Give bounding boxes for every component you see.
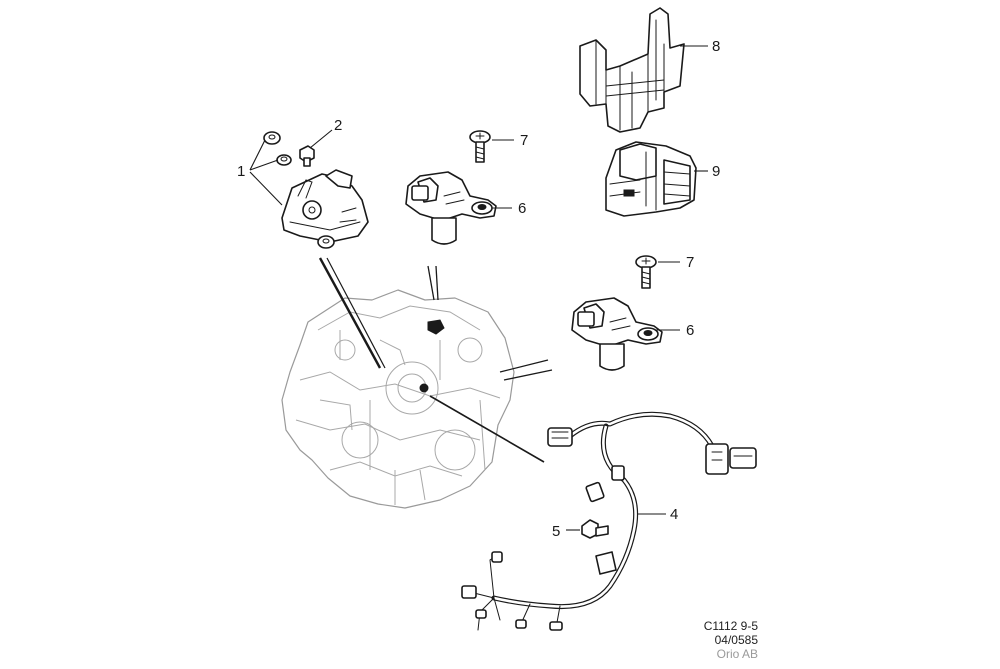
callout-group-7a: 7	[492, 132, 528, 149]
callout-7-upper: 7	[520, 132, 528, 149]
nut-2	[276, 154, 292, 166]
callout-group-1: 1	[237, 139, 283, 206]
sensor-bolt-lower	[635, 255, 657, 289]
callout-group-5: 5	[552, 523, 580, 540]
callout-group-6a: 6	[492, 200, 526, 217]
gearbox-assembly	[281, 289, 515, 509]
wiring-harness	[461, 411, 757, 631]
callout-7-lower: 7	[686, 254, 694, 271]
speed-sensor-upper	[405, 171, 497, 245]
bolt-2	[299, 145, 315, 167]
callout-6-lower: 6	[686, 322, 694, 339]
nut-3	[317, 235, 335, 249]
callout-group-4: 4	[638, 506, 678, 523]
callout-6-upper: 6	[518, 200, 526, 217]
callout-group-6b: 6	[656, 322, 694, 339]
caption-date-code: 04/0585	[715, 633, 759, 647]
callout-5: 5	[552, 523, 560, 540]
callout-4: 4	[670, 506, 678, 523]
callout-group-7b: 7	[658, 254, 694, 271]
callout-group-9: 9	[694, 163, 720, 180]
callout-group-8: 8	[680, 38, 720, 55]
callout-8: 8	[712, 38, 720, 55]
speed-sensor-lower	[571, 297, 663, 371]
caption-drawing-number: C1112 9-5	[704, 619, 759, 633]
harness-bolt	[581, 519, 609, 539]
callout-1: 1	[237, 163, 245, 180]
caption-publisher: Orio AB	[717, 647, 758, 661]
pointer-lines	[318, 257, 553, 463]
position-switch	[281, 169, 369, 243]
callout-9: 9	[712, 163, 720, 180]
connector-bracket	[579, 7, 685, 133]
drawing-caption: C1112 9-5 04/0585 Orio AB	[704, 619, 759, 661]
electrical-connector	[605, 141, 697, 217]
callout-2: 2	[334, 117, 342, 134]
nut-1	[263, 131, 281, 145]
callout-group-2: 2	[309, 117, 342, 149]
sensor-bolt-upper	[469, 130, 491, 163]
